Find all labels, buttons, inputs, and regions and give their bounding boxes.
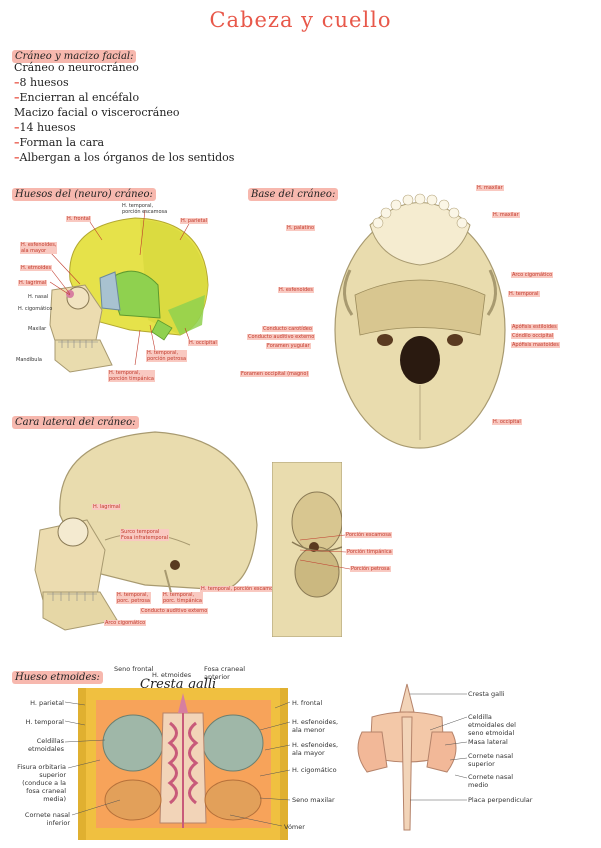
label-base-condilo: Cóndilo occipital [511,333,555,339]
label-base-maxilar2: H. maxilar [492,212,520,218]
label-fisura-orbitaria: Fisura orbitaria superior (conduce a la … [17,763,66,803]
label-base-estiloides: Apófisis estiloides [511,324,558,330]
label-base-palatino: H. palatino [286,225,316,231]
label-porcion-escamosa: Porción escamosa [345,532,392,538]
label-esfenoides: H. esfenoides,ala mayor [20,242,58,254]
label-celdillas: Celdillas etmoidales [28,737,64,753]
label-det-cresta: Cresta galli [468,690,505,698]
label-base-magno: Foramen occipital (magno) [240,371,310,377]
label-lat-auditivo: Conducto auditivo externo [140,608,209,614]
ethmoid-leader-lines [64,701,291,827]
label-det-cornete-medio: Cornete nasal medio [468,773,514,789]
label-det-celdilla: Celdilla etmoidales del seno etmoidal [468,713,516,737]
label-seno-maxilar: Seno maxilar [292,796,335,804]
label-esf-mayor: H. esfenoides, ala mayor [292,741,339,757]
label-porcion-petrosa: Porción petrosa [350,566,391,572]
label-base-conducto: Conducto carotídeo [262,326,313,332]
intro-heading: Cráneo y macizo facial: [12,44,137,63]
label-eth-frontal: H. frontal [292,699,323,707]
label-base-temporal: H. temporal [508,291,540,297]
label-eth-cigomatico: H. cigomático [292,766,337,774]
label-base-occipital: H. occipital [492,419,522,425]
label-lat-temporal-escamosa: H. temporal, porción escamosa [200,586,280,592]
temporal-detail-lines [300,534,350,570]
label-det-cornete-sup: Cornete nasal superior [468,752,514,768]
label-cornete-inferior: Cornete nasal inferior [24,811,70,827]
skull-base-illustration [334,193,506,449]
temporal-bone-detail-illustration [272,462,342,637]
label-det-placa: Placa perpendicular [468,796,533,804]
section-heading-etmoides: Hueso etmoides: [12,665,103,684]
label-vomer: Vómer [284,823,305,831]
intro-line: Cráneo o neurocráneo [14,61,139,74]
label-lat-temporal-timp: H. temporal,porc. timpánica [162,592,203,604]
intro-line: –Encierran al encéfalo [14,91,140,104]
label-temporal-escamosa: H. temporal,porción escamosa [122,203,168,215]
skull-colored-illustration [49,209,209,373]
label-eth-parietal: H. parietal [30,699,64,707]
label-etmoides: H. etmoides [20,265,53,271]
intro-line: –14 huesos [14,121,76,134]
label-nasal: H. nasal [28,294,49,300]
page-title: Cabeza y cuello [209,8,392,32]
label-base-esfenoides: H. esfenoides [278,287,314,293]
label-occipital: H. occipital [188,340,218,346]
label-h-etmoides: H. etmoides [152,671,192,679]
intro-line: –Albergan a los órganos de los sentidos [14,151,235,164]
label-temporal-timpanica: H. temporal,porción timpánica [108,370,155,382]
ethmoid-detail-leader-lines [410,693,468,801]
label-porcion-timpanica: Porción timpánica [346,549,393,555]
intro-line: Macizo facial o viscerocráneo [14,106,180,119]
intro-line: –8 huesos [14,76,69,89]
ethmoid-coronal-illustration [78,688,288,840]
label-maxilar: Maxilar [28,326,47,332]
label-mandibula: Mandíbula [16,357,42,363]
label-eth-temporal: H. temporal [25,718,64,726]
label-lagrimal: H. lagrimal [18,280,48,286]
label-temporal-petrosa: H. temporal,porción petrosa [146,350,188,362]
label-cigomatico: H. cigomático [18,306,53,312]
label-base-maxilar: H. maxilar [476,185,504,191]
label-lat-temporal-petrosa: H. temporal,porc. petrosa [116,592,151,604]
skull-lateral-illustration [34,431,258,631]
label-lat-arco: Arco cigomático [104,620,147,626]
section-heading-huesos: Huesos del (neuro) cráneo: [12,182,156,201]
label-det-masa: Masa lateral [468,738,508,746]
label-fosa-craneal-anterior: Fosa craneal anterior [204,665,246,681]
intro-list: Cráneo o neurocráneo –8 huesos –Encierra… [14,60,234,165]
label-seno-frontal: Seno frontal [114,665,154,673]
ethmoid-detail-illustration [357,683,457,831]
section-heading-lateral: Cara lateral del cráneo: [12,410,139,429]
label-esf-menor: H. esfenoides, ala menor [292,718,339,734]
label-base-auditivo: Conducto auditivo externo [247,334,316,340]
label-base-mastoides: Apófisis mastoides [511,342,560,348]
label-base-yugular: Foramen yugular [266,343,311,349]
label-parietal: H. parietal [180,218,209,224]
label-lat-lagrimal: H. lagrimal [92,504,122,510]
label-base-arco: Arco cigomático [511,272,554,278]
intro-line: –Forman la cara [14,136,105,149]
section-heading-base: Base del cráneo: [248,182,339,201]
label-frontal: H. frontal [66,216,92,222]
